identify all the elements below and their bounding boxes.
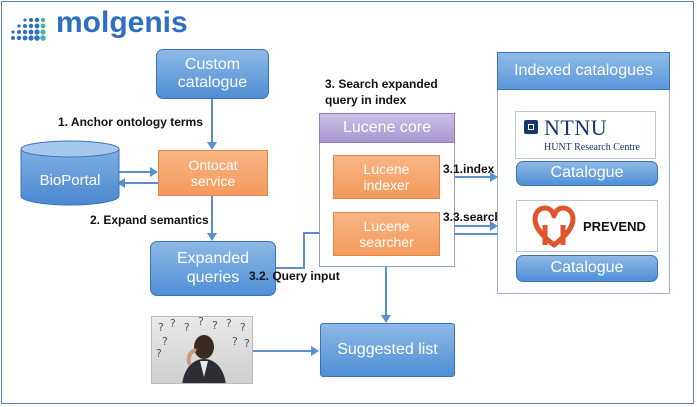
expanded-queries-node: Expanded queries (150, 241, 276, 296)
catalogue-2-label: Catalogue (550, 259, 624, 277)
prevend-logo-box: PREVEND (516, 200, 658, 252)
molgenis-logo: molgenis (10, 6, 210, 46)
svg-text:?: ? (170, 317, 176, 330)
indexed-catalogues-header: Indexed catalogues (497, 52, 670, 90)
thinking-person-image: ??? ??? ??? ?? (151, 316, 253, 384)
molgenis-dots-icon (11, 17, 46, 41)
svg-text:?: ? (244, 337, 250, 350)
svg-text:?: ? (184, 321, 190, 334)
edge-label-index: 3.1.index (443, 162, 495, 176)
lucene-searcher-label: Lucene searcher (359, 217, 414, 250)
svg-text:?: ? (212, 319, 218, 332)
ntnu-logo-box: NTNU HUNT Research Centre (515, 111, 656, 159)
edge-label-search-expanded: 3. Search expanded query in index (325, 77, 438, 107)
ntnu-square-icon (524, 120, 538, 134)
person-illustration: ??? ??? ??? ?? (156, 317, 250, 383)
ontocat-label: Ontocat service (188, 156, 238, 189)
lucene-searcher-node: Lucene searcher (333, 212, 440, 256)
custom-catalogue-label: Custom catalogue (177, 55, 248, 91)
svg-text:?: ? (156, 347, 162, 360)
edge-label-expand: 2. Expand semantics (90, 213, 209, 227)
suggested-list-label: Suggested list (337, 340, 438, 358)
ontocat-node: Ontocat service (158, 150, 268, 196)
lucene-indexer-node: Lucene indexer (333, 155, 440, 199)
catalogue-1-label: Catalogue (550, 164, 624, 182)
edge-label-query-input: 3.2. Query input (249, 269, 340, 283)
ntnu-subtitle: HUNT Research Centre (544, 142, 640, 153)
svg-text:?: ? (240, 321, 246, 334)
lucene-core-label: Lucene core (342, 119, 432, 136)
prevend-name: PREVEND (583, 219, 646, 234)
bioportal-label: BioPortal (39, 172, 101, 189)
svg-text:?: ? (232, 335, 238, 348)
prevend-logo-icon (532, 205, 576, 248)
lucene-core-header: Lucene core (319, 113, 455, 143)
expanded-queries-label: Expanded queries (176, 250, 250, 286)
indexed-catalogues-label: Indexed catalogues (514, 61, 653, 79)
catalogue-1-node: Catalogue (516, 161, 658, 186)
custom-catalogue-node: Custom catalogue (156, 49, 269, 99)
svg-text:?: ? (226, 317, 232, 330)
suggested-list-node: Suggested list (320, 323, 455, 377)
lucene-indexer-label: Lucene indexer (363, 160, 410, 193)
edge-label-anchor: 1. Anchor ontology terms (58, 115, 203, 129)
arrow-expanded-to-searcher (276, 232, 327, 269)
edge-label-search: 3.3.search (443, 210, 502, 224)
svg-text:?: ? (198, 317, 204, 328)
ntnu-name: NTNU (544, 115, 608, 140)
svg-text:?: ? (162, 335, 168, 348)
bioportal-cylinder (20, 140, 120, 206)
svg-text:?: ? (158, 321, 164, 334)
catalogue-2-node: Catalogue (516, 255, 658, 282)
logo-text: molgenis (56, 6, 188, 39)
